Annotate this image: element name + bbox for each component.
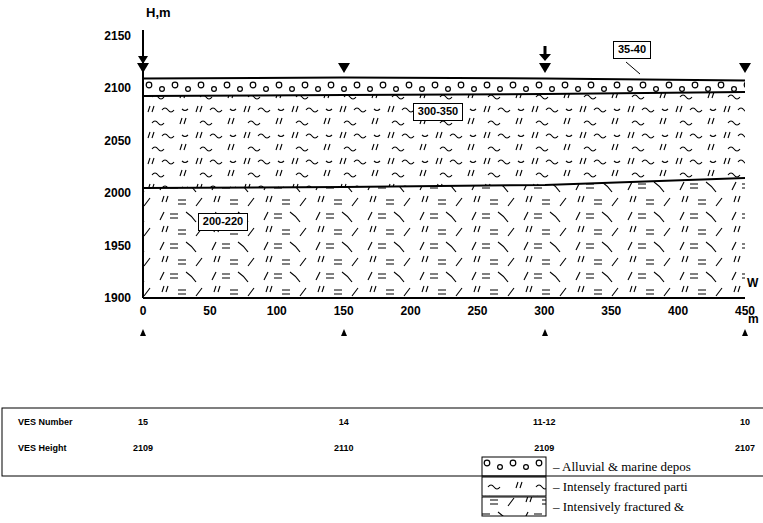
y-tick-label: 2050: [104, 134, 131, 148]
direction-label: W: [747, 276, 758, 290]
layer-value-box: 300-350: [413, 103, 463, 120]
leader-line: [626, 62, 640, 74]
x-tick-label: 100: [267, 304, 287, 318]
position-arrow: [742, 329, 748, 336]
y-tick-label: 1900: [104, 291, 131, 305]
x-tick-label: 400: [668, 304, 688, 318]
legend-text: – Intensely fractured parti: [553, 479, 688, 495]
ves-marker: [739, 63, 751, 73]
x-tick-label: 200: [401, 304, 421, 318]
row-header: VES Height: [18, 443, 67, 453]
y-tick-label: 2000: [104, 186, 131, 200]
ves-marker: [137, 63, 149, 73]
legend-swatch: [482, 477, 546, 496]
table-cell: 2109: [133, 443, 153, 453]
x-tick-label: 0: [140, 304, 147, 318]
layer-value-box: 35-40: [613, 41, 651, 58]
x-tick-label: 300: [534, 304, 554, 318]
x-tick-label: 50: [203, 304, 216, 318]
table-cell: 15: [138, 417, 148, 427]
alluvium-layer: [143, 78, 745, 97]
table-cell: 11-12: [533, 417, 556, 427]
position-arrow: [341, 329, 347, 336]
table-cell: 2110: [334, 443, 354, 453]
layer-boundary: [143, 178, 745, 188]
ves-table: [2, 408, 763, 476]
ves-marker: [539, 63, 551, 73]
fractured-layer: [143, 92, 745, 188]
x-tick-label: 350: [601, 304, 621, 318]
resistivity-value: 300-350: [418, 105, 458, 117]
table-cell: 2109: [534, 443, 554, 453]
y-tick-label: 1950: [104, 239, 131, 253]
legend-text: – Intensively fractured &: [553, 499, 684, 515]
legend-swatch: [482, 497, 546, 516]
layer-value-box: 200-220: [198, 213, 248, 230]
unit-label: m: [748, 312, 759, 326]
y-tick-label: 2100: [104, 81, 131, 95]
legend-swatch: [482, 457, 546, 476]
resistivity-value: 200-220: [203, 215, 243, 227]
resistivity-value: 35-40: [618, 43, 646, 55]
fractured-basement-layer: [143, 178, 745, 298]
ves-arrow: [138, 56, 148, 64]
table-cell: 2107: [735, 443, 755, 453]
x-axis: [143, 297, 745, 299]
ves-arrow: [544, 46, 547, 55]
ves-marker: [338, 63, 350, 73]
position-arrow: [140, 329, 146, 336]
x-tick-label: 250: [467, 304, 487, 318]
table-cell: 14: [339, 417, 349, 427]
y-tick-label: 2150: [104, 29, 131, 43]
x-tick-label: 150: [334, 304, 354, 318]
legend-text: – Alluvial & marine depos: [553, 459, 691, 475]
row-header: VES Number: [18, 417, 73, 427]
ground-surface: [143, 78, 745, 81]
table-cell: 10: [740, 417, 750, 427]
position-arrow: [542, 329, 548, 336]
axis-title: H,m: [146, 5, 171, 20]
ves-arrow: [539, 54, 551, 61]
layer-boundary: [143, 92, 745, 96]
